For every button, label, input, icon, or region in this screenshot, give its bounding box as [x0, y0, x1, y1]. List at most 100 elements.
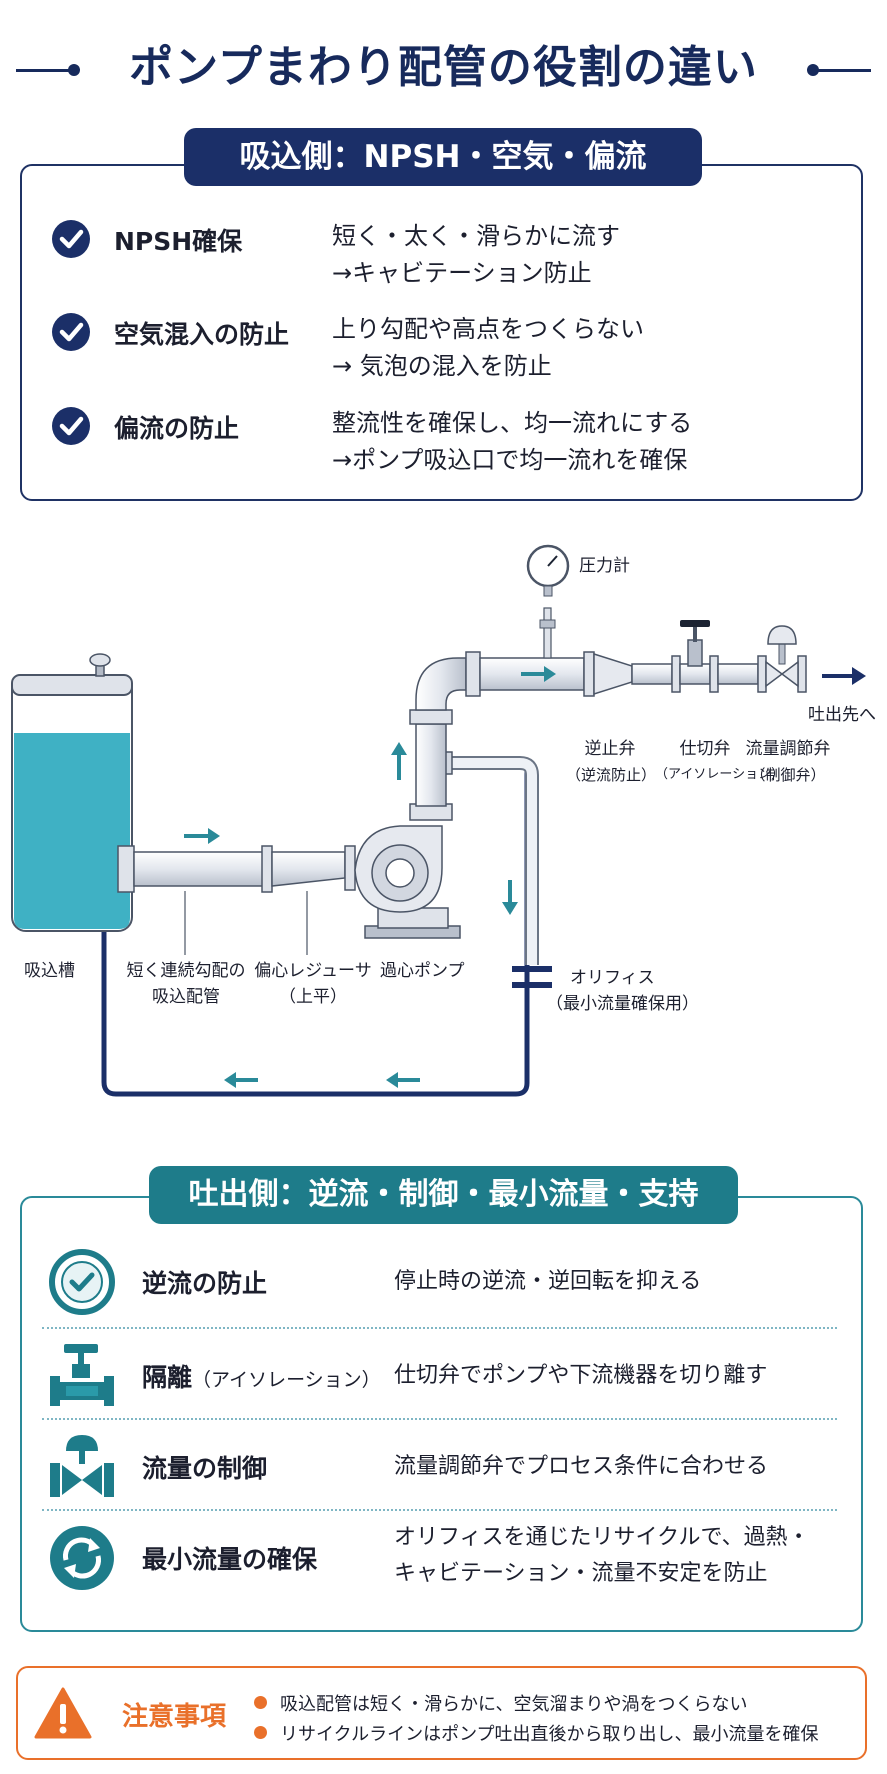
gate-valve-icon: [48, 1342, 116, 1410]
suction-item-flow: 偏流の防止 整流性を確保し、均一流れにする →ポンプ吸込口で均一流れを確保: [52, 405, 852, 475]
suction-item-desc: 短く・太く・滑らかに流す →キャビテーション防止: [332, 218, 620, 292]
caution-item: 吸込配管は短く・滑らかに、空気溜まりや渦をつくらない: [280, 1694, 748, 1715]
suction-item-desc: 整流性を確保し、均一流れにする →ポンプ吸込口で均一流れを確保: [332, 405, 692, 479]
title-rule-left: [16, 69, 74, 72]
label-text: 隔離: [142, 1363, 193, 1392]
discharge-row-isolation: 隔離（アイソレーション） 仕切弁でポンプや下流機器を切り離す: [42, 1330, 837, 1420]
row-divider: [42, 1418, 837, 1420]
desc-line: 仕切弁でポンプや下流機器を切り離す: [394, 1363, 768, 1388]
label-line: 仕切弁: [679, 739, 731, 759]
row-divider: [42, 1327, 837, 1329]
discharge-row-minflow: 最小流量の確保 オリフィスを通じたリサイクルで、過熱・ キャビテーション・流量不…: [42, 1512, 837, 1602]
flow-arrow: [386, 1072, 420, 1088]
discharge-row-label: 隔離（アイソレーション）: [142, 1358, 381, 1394]
centrifugal-pump: [354, 825, 461, 939]
label-line: 流量調節弁: [745, 739, 831, 759]
flow-arrow: [391, 742, 407, 780]
check-icon: [52, 407, 90, 445]
desc-line: → 気泡の混入を防止: [332, 352, 552, 380]
desc-line: 上り勾配や高点をつくらない: [332, 315, 644, 343]
suction-tank: [11, 653, 133, 932]
recycle-line: [94, 760, 530, 1097]
outlet-arrow: [822, 667, 866, 685]
discharge-row-label: 流量の制御: [142, 1449, 267, 1485]
flow-arrow: [502, 880, 518, 915]
pump-piping-diagram: [11, 544, 866, 1097]
desc-line: 短く・太く・滑らかに流す: [332, 222, 620, 250]
discharge-row-desc: オリフィスを通じたリサイクルで、過熱・ キャビテーション・流量不安定を防止: [394, 1520, 810, 1592]
label-line: オリフィス: [570, 968, 655, 988]
flow-arrow: [184, 828, 220, 844]
label-line: 逆止弁: [584, 739, 636, 759]
discharge-banner: 吐出側：逆流・制御・最小流量・支持: [149, 1166, 738, 1224]
recycle-icon: [48, 1524, 116, 1592]
discharge-row-desc: 停止時の逆流・逆回転を抑える: [394, 1264, 701, 1300]
label-small: （アイソレーション）: [192, 1369, 381, 1391]
suction-banner: 吸込側：NPSH・空気・偏流: [184, 128, 702, 186]
gate-valve: [680, 620, 710, 667]
flow-arrow: [224, 1072, 258, 1088]
label-text: 最小流量の確保: [142, 1545, 318, 1574]
discharge-riser: [409, 651, 481, 821]
label-gate-valve: 仕切弁 （アイソレーション）: [655, 736, 785, 788]
label-line: 短く連続勾配の: [126, 961, 246, 981]
discharge-row-desc: 仕切弁でポンプや下流機器を切り離す: [394, 1358, 767, 1394]
discharge-row-backflow: 逆流の防止 停止時の逆流・逆回転を抑える: [42, 1236, 837, 1326]
label-control-valve: 流量調節弁 （制御弁）: [738, 736, 838, 788]
label-line: （制御弁）: [750, 766, 826, 784]
label-reducer: 偏心レジューサ （上平）: [254, 958, 372, 1010]
orifice: [512, 966, 552, 988]
flow-arrow: [521, 666, 556, 682]
warning-icon: [34, 1687, 92, 1739]
pressure-gauge: [526, 544, 570, 659]
bullet-dot: [254, 1696, 267, 1709]
label-tank: 吸込槽: [24, 961, 75, 981]
label-check-valve: 逆止弁 （逆流防止）: [566, 736, 656, 788]
desc-line: 整流性を確保し、均一流れにする: [332, 409, 693, 437]
label-line: 吸込配管: [152, 987, 220, 1007]
suction-item-air: 空気混入の防止 上り勾配や高点をつくらない → 気泡の混入を防止: [52, 311, 852, 381]
label-outlet: 吐出先へ: [808, 705, 876, 725]
discharge-pipe: [479, 651, 807, 697]
label-line: （アイソレーション）: [655, 767, 785, 782]
label-line: （逆流防止）: [565, 766, 656, 784]
suction-item-label: NPSH確保: [114, 227, 243, 256]
desc-line: 停止時の逆流・逆回転を抑える: [394, 1269, 702, 1294]
title-dot-left: [68, 64, 80, 76]
bullet-dot: [254, 1726, 267, 1739]
discharge-row-label: 最小流量の確保: [142, 1540, 317, 1576]
label-line: 偏心レジューサ: [254, 961, 372, 981]
discharge-row-desc: 流量調節弁でプロセス条件に合わせる: [394, 1449, 768, 1485]
label-pressure-gauge: 圧力計: [579, 556, 630, 576]
desc-line: →ポンプ吸込口で均一流れを確保: [332, 446, 688, 474]
check-icon: [52, 313, 90, 351]
desc-line: オリフィスを通じたリサイクルで、過熱・: [394, 1525, 810, 1550]
discharge-row-label: 逆流の防止: [142, 1264, 267, 1300]
caution-item: リサイクルラインはポンプ吐出直後から取り出し、最小流量を確保: [280, 1724, 819, 1745]
title-rule-right: [813, 69, 871, 72]
label-line: （上平）: [279, 987, 347, 1007]
suction-pipe: [117, 845, 356, 893]
caution-title: 注意事項: [122, 1702, 227, 1732]
label-orifice: オリフィス （最小流量確保用）: [546, 965, 699, 1017]
suction-item-desc: 上り勾配や高点をつくらない → 気泡の混入を防止: [332, 311, 644, 385]
suction-item-npsh: NPSH確保 短く・太く・滑らかに流す →キャビテーション防止: [52, 218, 852, 288]
label-line: （最小流量確保用）: [546, 994, 699, 1014]
suction-item-label: 空気混入の防止: [114, 320, 290, 349]
label-pump: 過心ポンプ: [380, 961, 465, 981]
label-text: 流量の制御: [142, 1454, 268, 1483]
discharge-row-control: 流量の制御 流量調節弁でプロセス条件に合わせる: [42, 1421, 837, 1511]
page-title: ポンプまわり配管の役割の違い: [129, 42, 758, 93]
row-divider: [42, 1509, 837, 1511]
check-icon: [52, 220, 90, 258]
recycle-branch-pipe: [443, 751, 539, 965]
control-valve-icon: [48, 1433, 116, 1501]
suction-item-label: 偏流の防止: [114, 414, 240, 443]
desc-line: →キャビテーション防止: [332, 259, 592, 287]
label-text: 逆流の防止: [142, 1269, 268, 1298]
desc-line: キャビテーション・流量不安定を防止: [394, 1561, 768, 1586]
control-valve: [765, 625, 799, 688]
desc-line: 流量調節弁でプロセス条件に合わせる: [394, 1454, 769, 1479]
caution-box: 注意事項 吸込配管は短く・滑らかに、空気溜まりや渦をつくらない リサイクルライン…: [16, 1666, 867, 1760]
check-circle-icon: [48, 1248, 116, 1316]
